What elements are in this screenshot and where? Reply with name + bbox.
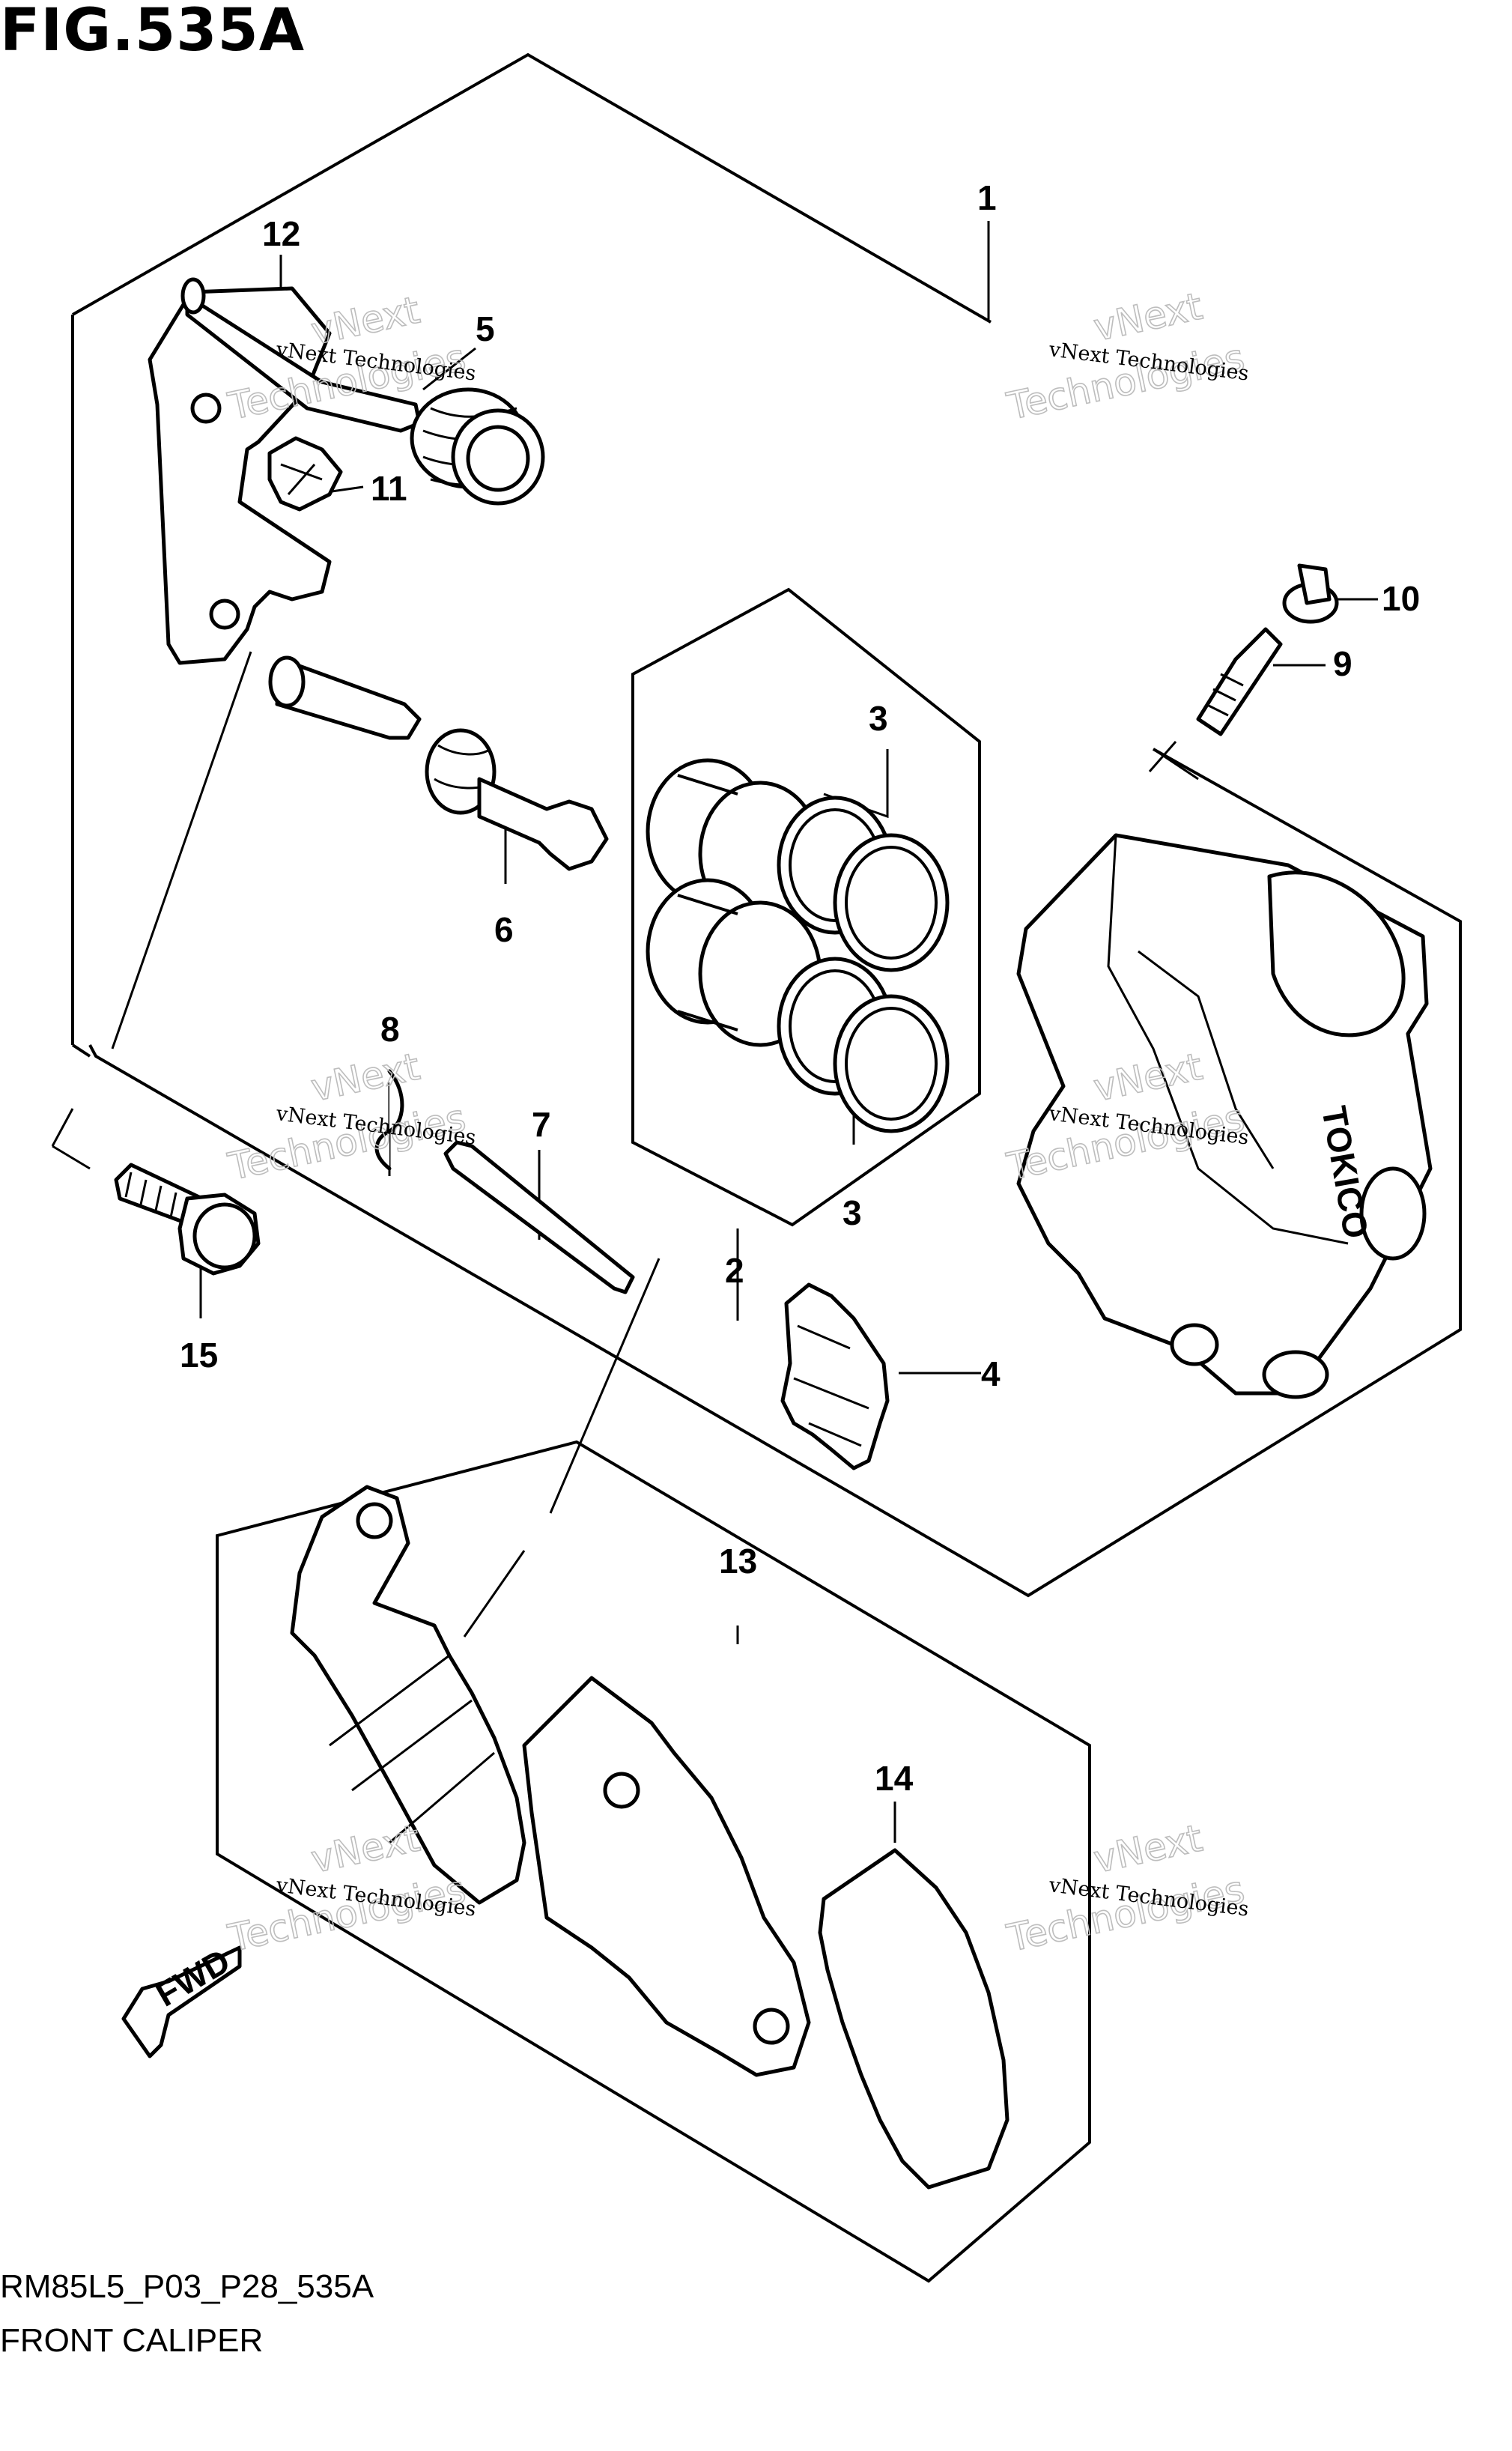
callout-3-lower: 3 xyxy=(842,1193,862,1232)
bleeder-screw-part-9 xyxy=(1196,627,1283,736)
caliper-body: TOKICO xyxy=(1016,833,1433,1399)
watermark-mid-left: vNext Technologies vNext Technologies xyxy=(224,1044,477,1190)
clip-part-11 xyxy=(267,436,343,512)
figure-name: FRONT CALIPER xyxy=(0,2322,264,2359)
bracket-part-12 xyxy=(148,277,422,740)
brake-pad-part-13 xyxy=(290,1485,811,2077)
clip-part-8 xyxy=(374,1069,404,1171)
assembly-outline-13 xyxy=(216,1440,1091,2283)
callout-10: 10 xyxy=(1382,579,1420,618)
pad-spring-part-4 xyxy=(780,1282,890,1470)
pad-pin-part-7 xyxy=(443,1140,635,1294)
callout-13: 13 xyxy=(719,1542,757,1581)
callout-15: 15 xyxy=(180,1336,218,1375)
callout-3-upper: 3 xyxy=(869,699,888,738)
watermark-big-1: vNext xyxy=(307,1045,423,1110)
callout-6: 6 xyxy=(494,910,514,949)
bolt-part-15 xyxy=(114,1163,261,1276)
fwd-label: FWD xyxy=(149,1941,237,2014)
watermark-bottom-right: vNext Technologies vNext Technologies xyxy=(1003,1816,1250,1961)
watermark-top-right: vNext Technologies vNext Technologies xyxy=(1003,284,1250,429)
fwd-arrow-icon: FWD xyxy=(121,1941,242,2058)
callout-9: 9 xyxy=(1333,644,1352,683)
piston-part-2 xyxy=(646,758,822,1047)
slide-pin-part-6 xyxy=(425,728,609,871)
callout-8: 8 xyxy=(380,1010,400,1049)
watermark-big-1: vNext xyxy=(1090,285,1206,350)
callout-14: 14 xyxy=(875,1759,914,1798)
seal-part-3 xyxy=(777,796,950,1133)
figure-code: RM85L5_P03_P28_535A xyxy=(0,2268,374,2305)
shim-part-14 xyxy=(818,1848,1009,2190)
callout-12: 12 xyxy=(262,214,300,253)
callouts: 1 2 3 3 4 5 6 7 8 9 10 11 12 13 14 15 xyxy=(180,178,1420,1798)
callout-4: 4 xyxy=(981,1354,1001,1393)
bleeder-cap-part-10 xyxy=(1282,563,1339,624)
watermark-big-1: vNext xyxy=(307,1817,423,1882)
callout-11: 11 xyxy=(371,469,407,508)
assembly-outline-1 xyxy=(71,52,1462,1598)
boot-part-5 xyxy=(410,387,545,506)
assembly-outline-2 xyxy=(631,587,981,1227)
watermark-big-1: vNext xyxy=(1090,1817,1206,1882)
callout-5: 5 xyxy=(476,309,495,348)
callout-1: 1 xyxy=(977,178,997,217)
callout-7: 7 xyxy=(532,1105,551,1144)
figure-title: FIG.535A xyxy=(0,0,306,64)
callout-2: 2 xyxy=(725,1251,744,1290)
